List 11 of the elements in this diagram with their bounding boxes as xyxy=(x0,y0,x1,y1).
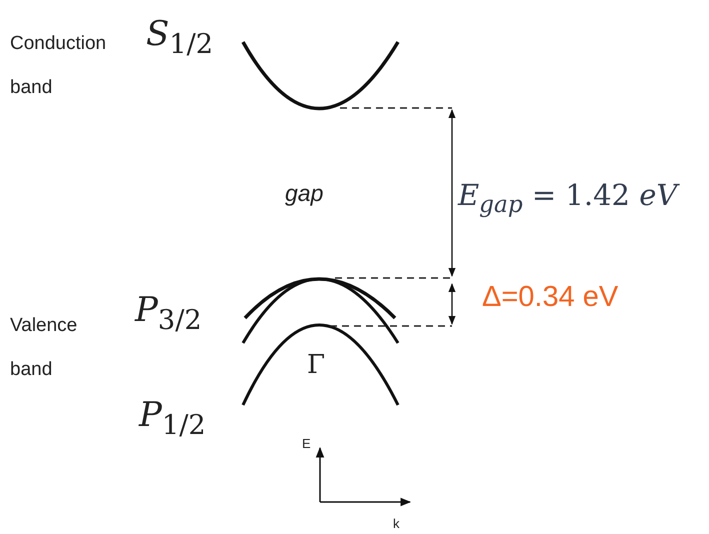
energy-gap-value: E$_{gap}$ = 1.42 eV xyxy=(458,178,678,218)
axis-label: k xyxy=(393,516,400,531)
splitting-value: Δ=0.34 eV xyxy=(482,281,618,314)
axis-label: E xyxy=(302,436,311,451)
band-label: Valence band xyxy=(10,314,78,382)
state-label: P$_{3/2}$ xyxy=(135,290,202,336)
gamma-point-label: Γ xyxy=(307,350,326,380)
state-label: P$_{1/2}$ xyxy=(139,395,206,442)
state-label: S$_{1/2}$ xyxy=(146,14,214,60)
gap-label: gap xyxy=(285,180,324,207)
band-label: Conduction band xyxy=(10,32,108,100)
